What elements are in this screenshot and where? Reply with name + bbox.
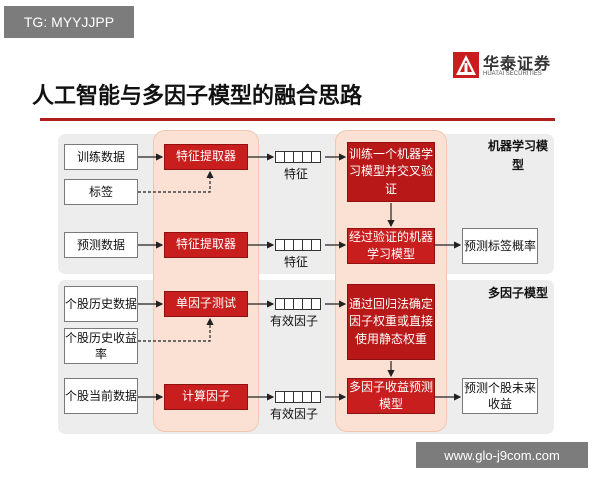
mf-panel-title: 多因子模型 (488, 286, 549, 300)
title-divider (40, 118, 555, 121)
multi-factor-model-box: 多因子收益预测模型 (347, 378, 435, 414)
factor-vector-1 (275, 298, 321, 310)
mf-output-box: 预测个股未来收益 (462, 378, 538, 414)
page-title: 人工智能与多因子模型的融合思路 (32, 84, 363, 109)
labels-box: 标签 (64, 179, 138, 205)
feature-label-1: 特征 (284, 167, 309, 181)
effective-factor-label-1: 有效因子 (270, 314, 319, 328)
effective-factor-label-2: 有效因子 (270, 407, 319, 421)
logo-text-en: HUATAI SECURITIES (483, 71, 542, 77)
watermark-bottom: www.glo-j9com.com (416, 442, 588, 468)
stock-current-box: 个股当前数据 (64, 378, 138, 414)
predict-data-box: 预测数据 (64, 232, 138, 258)
huatai-logo-icon (453, 52, 479, 78)
factor-vector-2 (275, 391, 321, 403)
train-model-box: 训练一个机器学习模型并交叉验证 (347, 142, 435, 202)
feature-extractor-box-1: 特征提取器 (164, 144, 248, 170)
single-factor-test-box: 单因子测试 (164, 291, 248, 317)
factor-weight-box: 通过回归法确定因子权重或直接使用静态权重 (347, 284, 435, 360)
logo-text-cn: 华泰证券 (483, 54, 552, 73)
feature-vector-1 (275, 151, 321, 163)
feature-extractor-box-2: 特征提取器 (164, 232, 248, 258)
ml-panel-title: 机器学习模型 (488, 139, 549, 172)
watermark-top: TG: MYYJJPP (4, 6, 134, 38)
stock-history-box: 个股历史数据 (64, 286, 138, 322)
feature-label-2: 特征 (284, 255, 309, 269)
stock-returns-box: 个股历史收益率 (64, 328, 138, 364)
validated-model-box: 经过验证的机器学习模型 (347, 228, 435, 264)
feature-vector-2 (275, 239, 321, 251)
ml-output-box: 预测标签概率 (462, 228, 538, 264)
compute-factor-box: 计算因子 (164, 384, 248, 410)
train-data-box: 训练数据 (64, 144, 138, 170)
company-logo: 华泰证券 HUATAI SECURITIES (453, 50, 563, 82)
